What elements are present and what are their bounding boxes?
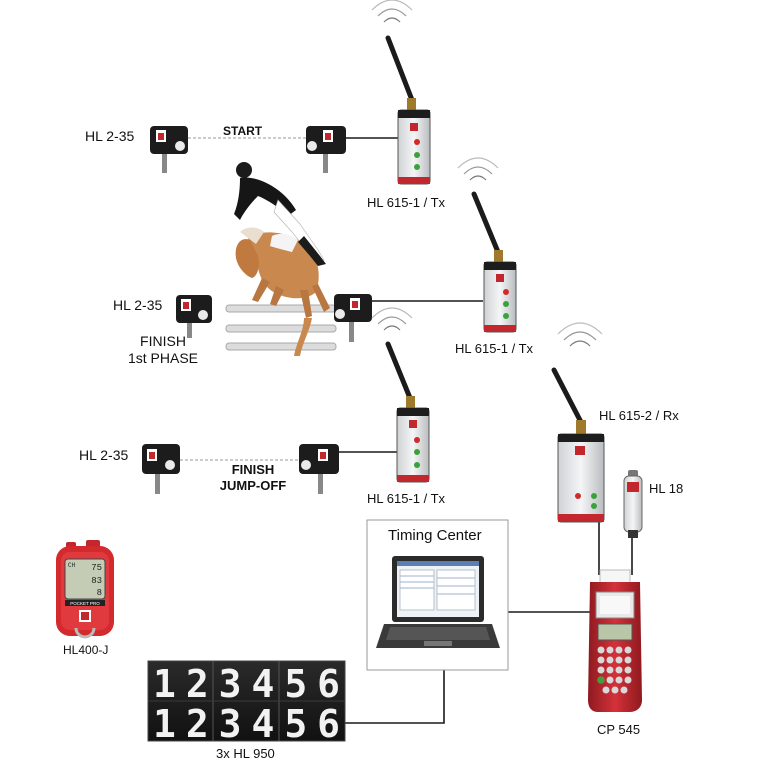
display-digit: 3 — [219, 702, 242, 746]
hl18-label: HL 18 — [649, 481, 684, 496]
printer-label: CP 545 — [597, 722, 641, 737]
stopwatch-ch-text: CH — [68, 562, 76, 569]
stopwatch-value-3: 8 — [97, 588, 102, 598]
finish-phase-label: FINISH 1st PHASE — [108, 333, 218, 367]
stopwatch-hl400j: CH 75 83 8 POCKET PRO — [56, 540, 114, 639]
fence-rail — [225, 342, 337, 351]
wireless-signal-icon — [569, 340, 591, 347]
display-digit: 6 — [317, 662, 340, 706]
display-digit: 4 — [251, 702, 274, 746]
fence-rail — [225, 324, 337, 333]
transmitter-label: HL 615-1 / Tx — [455, 341, 534, 356]
timing-center-title: Timing Center — [388, 527, 482, 544]
antenna — [385, 341, 413, 401]
horse-rider-image — [225, 162, 337, 356]
finish-jumpoff-line1: FINISH — [231, 462, 275, 477]
display-label: 3x HL 950 — [216, 746, 275, 761]
wire-timingcenter-to-display — [345, 670, 445, 724]
transmitter-tx1 — [371, 0, 431, 185]
display-digit: 4 — [251, 662, 274, 706]
wireless-signal-icon — [383, 17, 401, 23]
finish-jumpoff-line2: JUMP-OFF — [219, 478, 287, 493]
display-digit: 2 — [186, 662, 209, 706]
antenna — [471, 191, 501, 255]
stopwatch-label: HL400-J — [63, 643, 109, 657]
display-digit: 6 — [317, 702, 340, 746]
photocell-start-left — [150, 126, 188, 173]
photocell-finish-left — [176, 295, 212, 338]
rider-helmet — [236, 162, 252, 178]
display-digit: 1 — [153, 702, 176, 746]
antenna — [551, 367, 585, 427]
connection-wires — [339, 137, 633, 724]
wireless-signal-icon — [469, 175, 487, 181]
display-digit: 3 — [219, 662, 242, 706]
hl18-pushbutton — [623, 470, 643, 538]
horse-head — [235, 239, 259, 278]
receiver-rx — [551, 322, 605, 523]
photocell-jumpoff-left — [142, 444, 180, 494]
photocell-start-right — [306, 126, 346, 173]
finish-phase-line2: 1st PHASE — [127, 350, 199, 366]
finish-phase-line1: FINISH — [140, 333, 186, 349]
transmitter-tx3 — [371, 307, 430, 483]
laptop — [376, 556, 500, 648]
stopwatch-value-1: 75 — [91, 563, 102, 573]
receiver-label: HL 615-2 / Rx — [599, 408, 679, 423]
transmitter-label: HL 615-1 / Tx — [367, 195, 446, 210]
photocell-label: HL 2-35 — [113, 297, 163, 313]
finish-jumpoff-label: FINISH JUMP-OFF — [203, 462, 303, 494]
photocell-jumpoff-right — [299, 444, 339, 494]
wireless-signal-icon — [383, 325, 401, 331]
display-digit: 5 — [284, 702, 307, 746]
stopwatch-brand: POCKET PRO — [70, 601, 100, 606]
photocell-label: HL 2-35 — [85, 128, 135, 144]
display-digit: 1 — [153, 662, 176, 706]
fence-rail — [225, 304, 337, 313]
stopwatch-value-2: 83 — [91, 576, 102, 586]
display-digit: 2 — [186, 702, 209, 746]
display-digit: 5 — [284, 662, 307, 706]
rider-boot — [298, 236, 326, 266]
photocell-finish-right — [334, 294, 372, 342]
transmitter-tx2 — [457, 157, 517, 333]
photocell-label: HL 2-35 — [79, 447, 129, 463]
horse-mane — [240, 227, 264, 244]
printer-cp545 — [588, 569, 642, 712]
antenna — [385, 35, 415, 103]
start-label: START — [223, 124, 263, 138]
transmitter-label: HL 615-1 / Tx — [367, 491, 446, 506]
